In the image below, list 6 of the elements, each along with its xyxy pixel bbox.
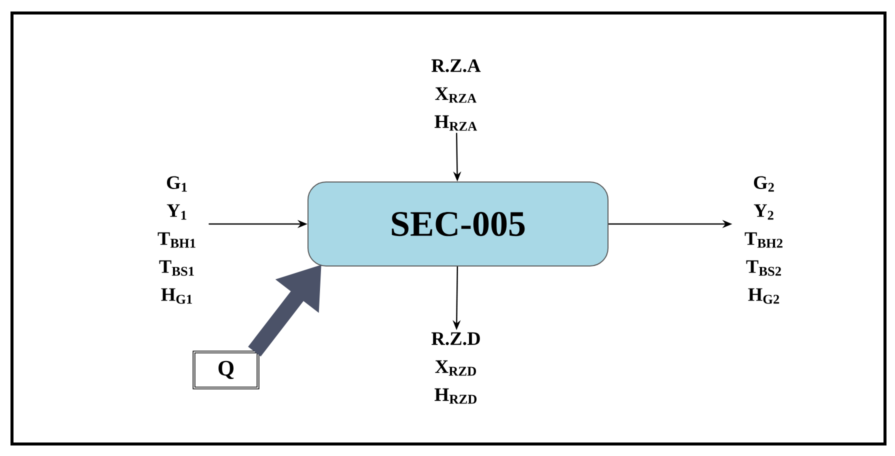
process-box: SEC-005 (308, 182, 608, 266)
heat-input-box: Q (192, 350, 260, 390)
variable-list: G$_{2}$ Y$_{2}$ T$_{BH2}$ T$_{BS2}$ H$_{G2}$ (744, 176, 782, 304)
variable-list: G$_{1}$ Y$_{1}$ T$_{BH1}$ T$_{BS1}$ H$_{G1}$ (158, 176, 196, 304)
variable-list: R.Z.A X$_{RZA}$ H$_{RZA}$ (432, 59, 481, 131)
variable-list: R.Z.D X$_{RZD}$ H$_{RZD}$ (432, 332, 480, 404)
